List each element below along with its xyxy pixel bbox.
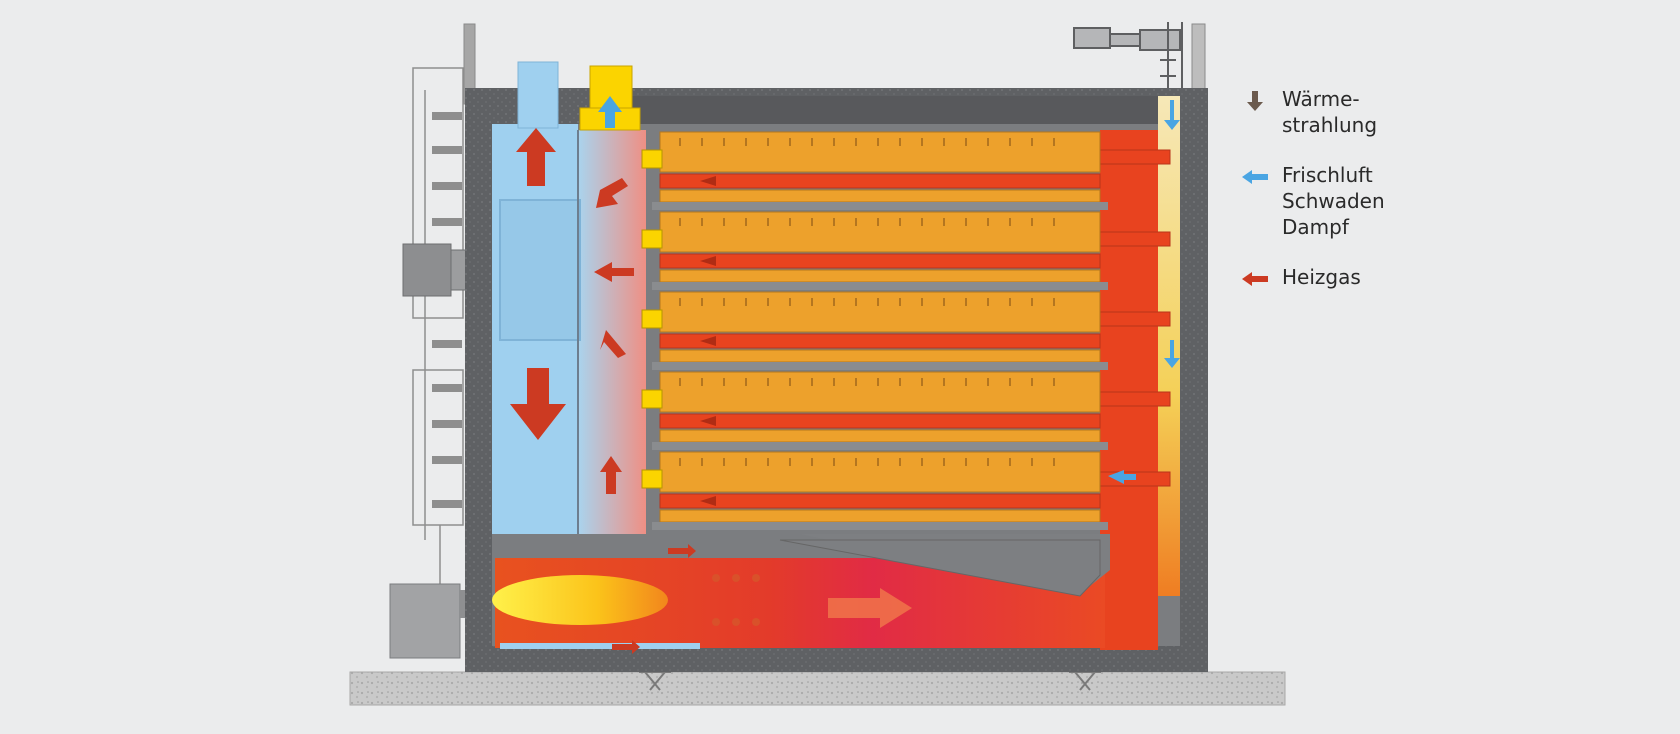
fresh-air-flow-arrows	[598, 96, 1180, 484]
legend-label-line: Wärme-	[1282, 87, 1360, 111]
deck-separator	[652, 442, 1108, 450]
hearth-plate	[659, 189, 1101, 203]
heat-gas-arrow	[700, 496, 716, 506]
baffle-slope	[779, 539, 1101, 597]
right-wall-channel	[1158, 96, 1180, 596]
legend-item-fresh-air: Frischluft Schwaden Dampf	[1240, 162, 1480, 240]
hearth-plate	[659, 429, 1101, 443]
heat-gas-channel	[659, 253, 1101, 269]
legend-item-radiation: Wärme- strahlung	[1240, 86, 1480, 138]
frame-handles	[432, 112, 462, 508]
baking-chamber	[659, 451, 1101, 493]
deck-steam-valve	[641, 389, 663, 409]
heat-gas-arrow	[700, 256, 716, 266]
arrow-left-icon	[1242, 170, 1268, 184]
arrow-left-icon	[1242, 272, 1268, 286]
deck-separator	[652, 282, 1108, 290]
heat-gas-flow-arrows	[510, 128, 912, 654]
heat-gas-channel	[659, 493, 1101, 509]
heat-gas-return-flue	[1100, 130, 1158, 650]
heat-gas-arrow	[700, 336, 716, 346]
diagram-legend: Wärme- strahlung Frischluft Schwaden Dam…	[1240, 86, 1480, 314]
steam-generator-rig	[1073, 22, 1183, 88]
control-frame	[412, 67, 464, 600]
deck-steam-valve	[641, 309, 663, 329]
hearth-plate	[659, 509, 1101, 523]
heat-gas-arrow	[700, 416, 716, 426]
legend-label-line: strahlung	[1282, 113, 1378, 137]
hearth-plate	[659, 349, 1101, 363]
legend-label-line: Schwaden	[1282, 189, 1385, 213]
legend-item-heat-gas: Heizgas	[1240, 264, 1480, 290]
hearth-plate	[659, 269, 1101, 283]
deck-separator	[652, 522, 1108, 530]
baking-chamber	[659, 131, 1101, 173]
burner-flame	[492, 575, 668, 625]
deck-separator	[652, 202, 1108, 210]
legend-label-line: Frischluft	[1282, 163, 1373, 187]
deck-steam-valve	[641, 149, 663, 169]
roof-slab	[630, 96, 1165, 124]
deck-steam-valve	[641, 469, 663, 489]
heat-gas-channel	[659, 173, 1101, 189]
legend-label-line: Heizgas	[1282, 265, 1361, 289]
baking-decks	[641, 131, 1108, 530]
baking-chamber	[659, 291, 1101, 333]
deck-steam-valve	[641, 229, 663, 249]
arrow-down-icon	[1247, 91, 1263, 111]
baking-chamber	[659, 211, 1101, 253]
fresh-air-exhaust-duct	[517, 61, 559, 129]
heat-gas-channel	[659, 413, 1101, 429]
burner-grate	[712, 574, 760, 626]
floor-foundation	[349, 671, 1286, 706]
deck-separator	[652, 362, 1108, 370]
heat-gas-channel	[659, 333, 1101, 349]
baking-chamber	[659, 371, 1101, 413]
legend-label-line: Dampf	[1282, 215, 1349, 239]
fan-housing	[499, 199, 581, 341]
heat-gas-arrow	[700, 176, 716, 186]
